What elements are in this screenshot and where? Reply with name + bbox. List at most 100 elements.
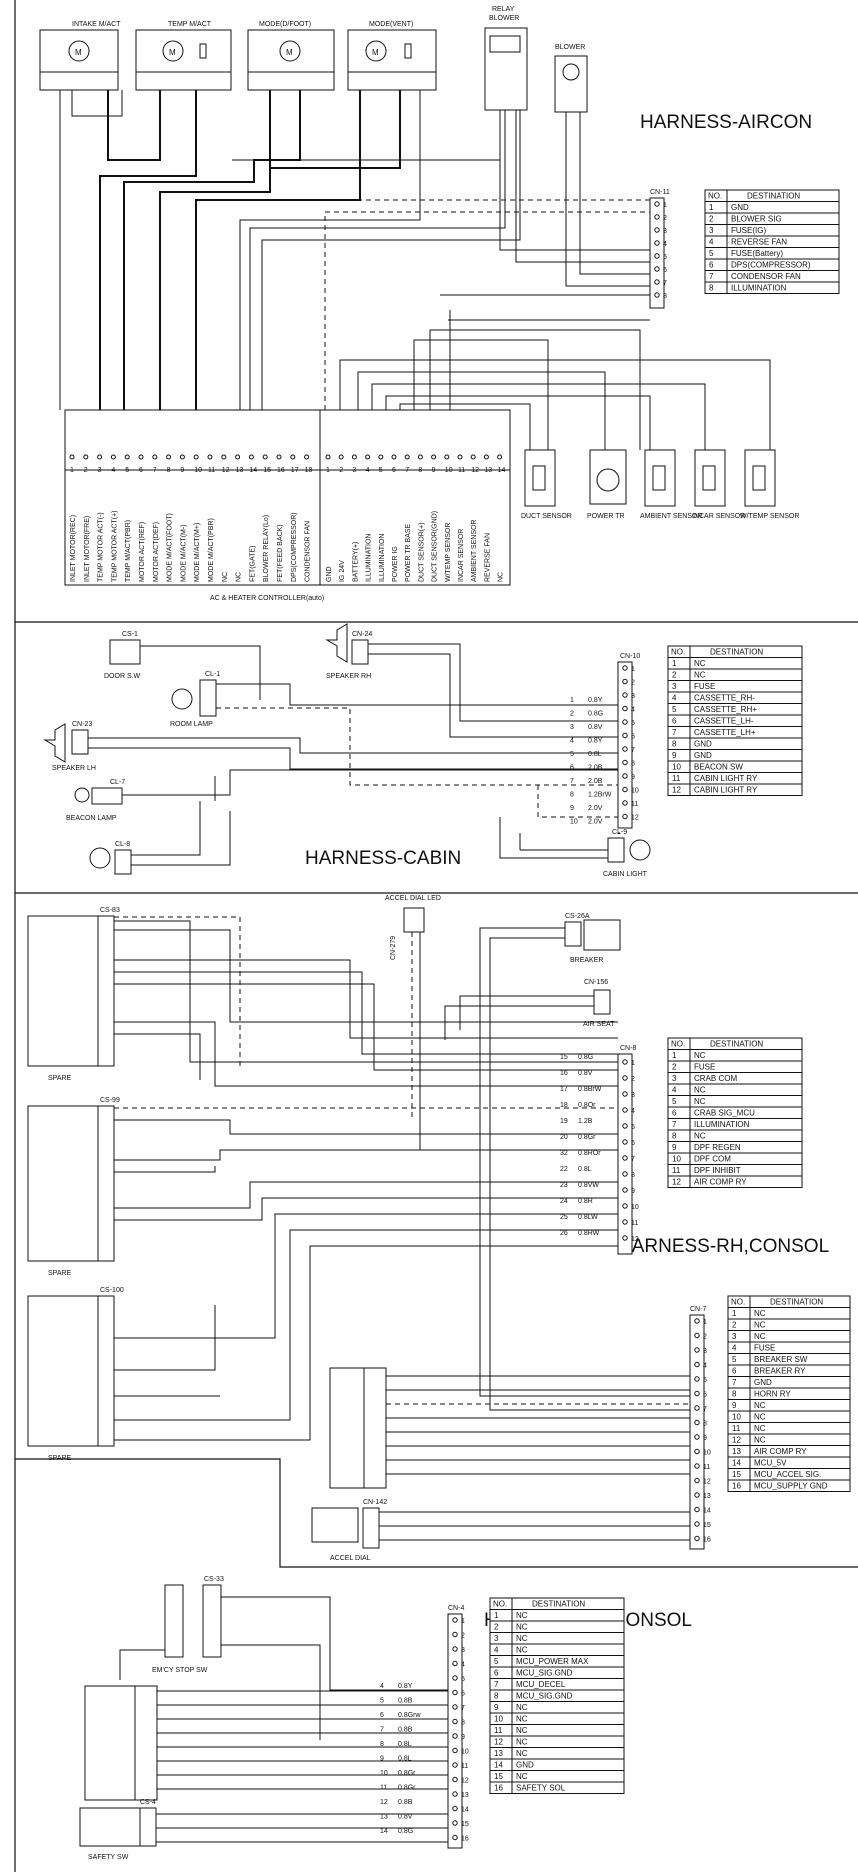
accel-dial-icon [311,1507,359,1543]
pin-number: 5 [703,1377,707,1384]
table-row-number: 3 [709,226,714,235]
connector-pin [622,1155,628,1161]
connector-pin [694,1448,700,1455]
controller-pin [276,454,282,460]
controller-pin [417,454,423,460]
ac-heater-controller: AC & HEATER CONTROLLER(auto) [64,409,511,602]
pin-number: 9 [461,1734,465,1741]
table-row-destination: NC [516,1715,528,1724]
controller-pin [470,454,476,460]
wire-code-label: 0.8G [588,711,603,718]
table-row-destination: GND [731,203,749,212]
actuator-mode-vent: M MODE(VENT) [347,21,437,91]
pin-number: 8 [631,761,635,768]
pin-number: 4 [631,707,635,714]
controller-pin-label: POWER IG [392,546,399,582]
connector-pin [452,1762,458,1768]
connector-pin [622,773,628,779]
controller-pin [497,454,503,460]
wire-code-label: 2.0B [588,765,603,772]
cn-7-connector: CN-7 [689,1306,706,1550]
pin-number: 2 [461,1633,465,1640]
controller-pin [248,454,254,460]
controller-pin-label: DUCT SENSOR(GND) [432,511,439,582]
connector-pin [694,1347,700,1353]
controller-pin-label: IG 24V [339,560,346,582]
svg-text:CS-4: CS-4 [140,1799,156,1806]
wire-code-label: 2.0B [588,778,603,785]
svg-text:CN-279: CN-279 [390,936,397,960]
controller-pin [152,454,158,460]
table-row-destination: NC [754,1436,766,1445]
controller-pin-number: 8 [418,467,422,474]
connector-pin [622,665,628,671]
wire-pin-label: 17 [560,1086,568,1093]
table-row-number: 5 [672,1097,677,1106]
wire-code-label: 0.8ROr [578,1150,601,1157]
table-row-number: 11 [494,1726,503,1735]
connector-pin [622,1187,628,1193]
wire-code-label: 0.8G [578,1054,593,1061]
table-row-destination: GND [694,740,712,749]
connector-pin [452,1704,458,1710]
beacon-lamp: CL-7 BEACON LAMP [66,779,125,822]
wire-code-label: 0.8Y [588,738,603,745]
controller-pin [444,454,450,460]
pin-number: 6 [631,734,635,741]
connector-pin [694,1361,700,1368]
room-lamp: CL-1 ROOM LAMP [170,671,220,728]
cabin-section: HARNESS-CABIN CS-1 DOOR S.W CL-1 ROOM LA… [43,623,803,878]
table-header-destination: DESTINATION [532,1600,585,1609]
pin-number: 5 [631,1124,635,1131]
pin-number: 15 [461,1821,469,1828]
controller-pin-number: 2 [339,467,343,474]
controller-pin-number: 13 [236,467,244,474]
table-row-number: 10 [672,763,681,772]
pin-number: 9 [703,1435,707,1442]
lamp-icon [89,847,111,869]
connector-label: CN-10 [620,653,640,660]
wire-code-label: 0.8V [588,724,603,731]
pin-number: 11 [461,1763,468,1770]
pin-number: 4 [663,241,667,248]
controller-pin [304,454,310,460]
controller-pin-number: 4 [366,467,370,474]
table-row-number: 4 [672,1086,677,1095]
controller-pin [138,454,144,460]
pin-number: 5 [663,254,667,261]
table-row-number: 1 [494,1611,499,1620]
controller-pin-label: TEMP MOTOR ACT(+) [111,511,118,583]
pin-number: 14 [461,1807,469,1814]
pin-number: 3 [663,228,667,235]
pin-number: 10 [631,1204,639,1211]
table-row-number: 6 [494,1669,499,1678]
table-row-destination: GND [754,1378,772,1387]
table-row-destination: NC [754,1321,766,1330]
controller-pin-number: 17 [291,467,299,474]
thermistor-icon [532,465,546,491]
table-row-destination: CASSETTE_RH- [694,694,755,703]
connector-pin [622,1219,628,1225]
wire-code-label: 0.8R [578,1198,593,1205]
table-row-number: 16 [494,1784,503,1793]
table-row-number: 9 [732,1401,737,1410]
pin-number: 1 [461,1618,465,1625]
table-frame [727,1295,851,1492]
table-header-no: NO. [708,192,722,201]
svg-text:BREAKER: BREAKER [570,957,603,964]
table-row-destination: NC [516,1623,528,1632]
svg-text:CL-7: CL-7 [110,779,125,786]
table-row-destination: CABIN LIGHT RY [694,774,758,783]
wire-code-label: 0.8Y [398,1683,413,1690]
lh-wires [119,1596,448,1843]
controller-pin-number: 1 [326,467,330,474]
controller-pin-number: 7 [153,467,157,474]
table-row-number: 2 [732,1321,737,1330]
svg-text:CS-33: CS-33 [204,1576,224,1583]
blower-motor-icon [562,63,580,81]
table-row-destination: ILLUMINATION [694,1120,750,1129]
table-row-number: 2 [672,671,677,680]
controller-pin [235,454,241,460]
